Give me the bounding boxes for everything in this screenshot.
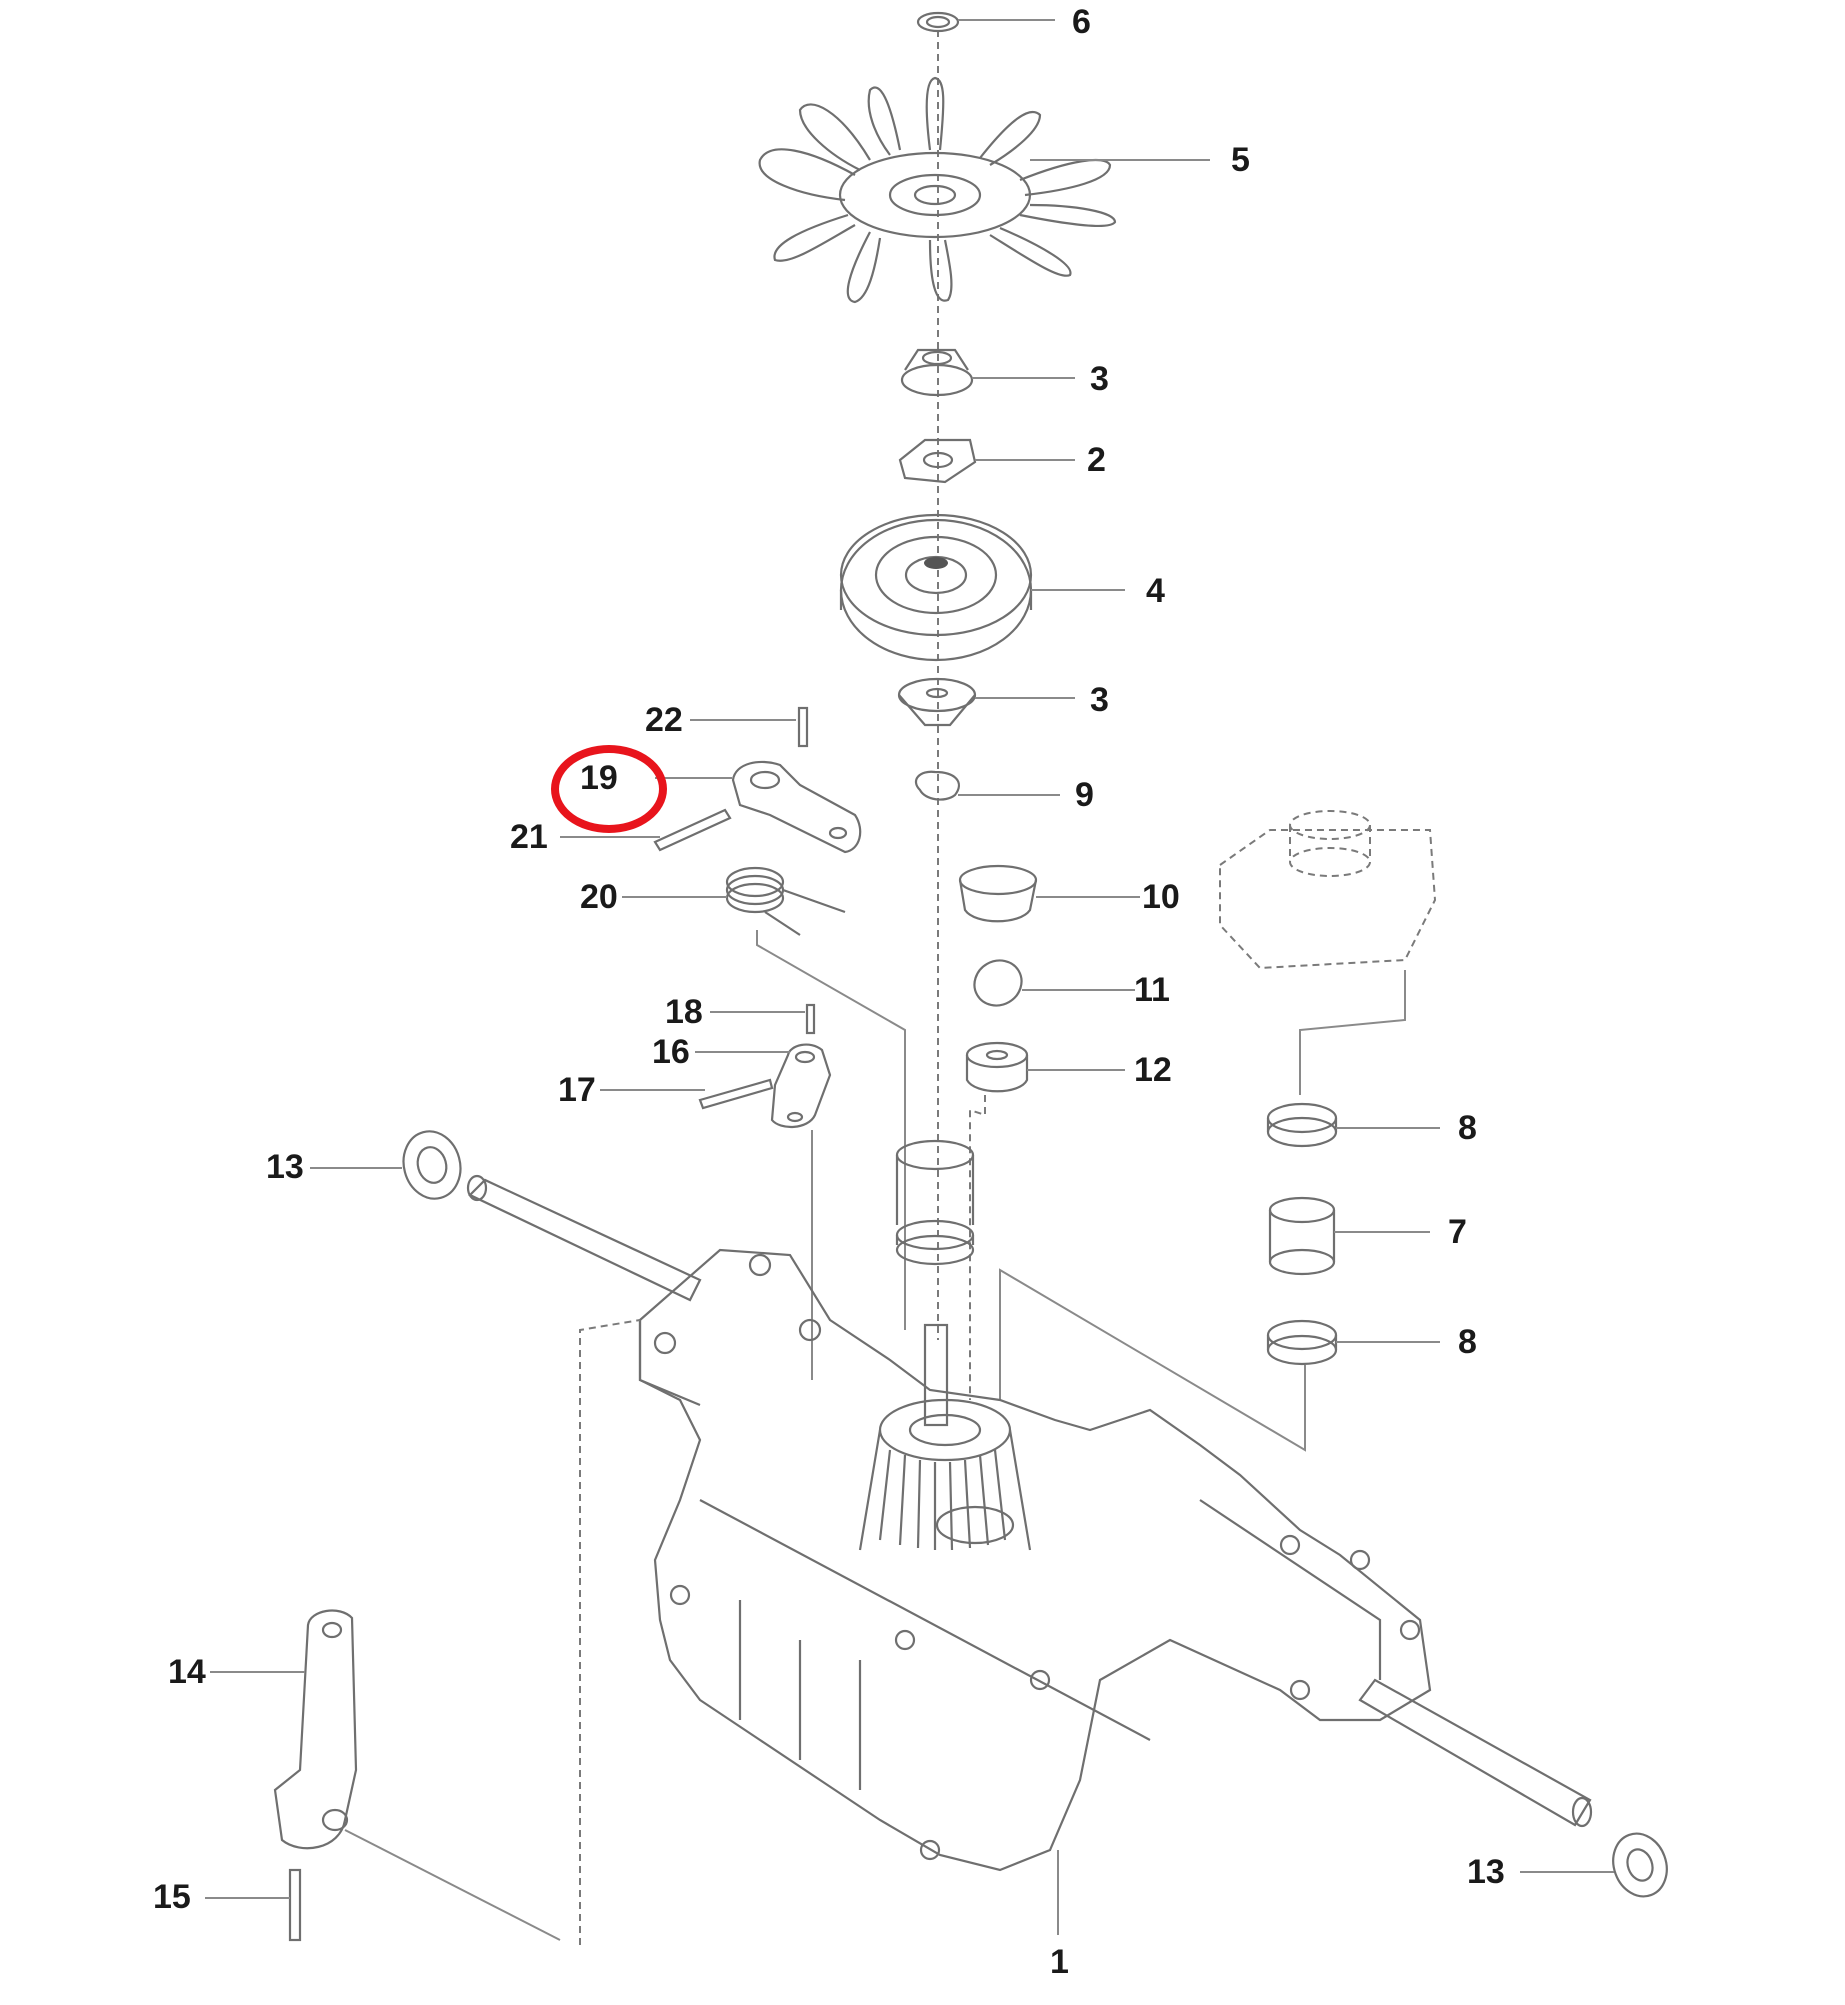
callout-13-left: 13	[266, 1148, 304, 1186]
callout-19: 19	[580, 759, 618, 797]
callout-17: 17	[558, 1071, 596, 1109]
part-5-cooling-fan	[758, 76, 1117, 304]
callout-1: 1	[1050, 1943, 1069, 1981]
part-13-axle-seal-left	[402, 1130, 462, 1200]
right-axle	[1358, 1678, 1593, 1828]
part-3-hub-lower	[897, 677, 977, 727]
callout-14: 14	[168, 1653, 206, 1691]
part-8-seal-lower	[1266, 1319, 1338, 1366]
callout-20: 20	[580, 878, 618, 916]
highlight-circle	[551, 745, 667, 833]
left-axle	[466, 1174, 702, 1302]
part-7-sleeve	[1268, 1196, 1336, 1276]
callout-16: 16	[652, 1033, 690, 1071]
part-6-retaining-ring	[916, 11, 960, 33]
leader-reservoir	[1299, 970, 1406, 1095]
callout-7: 7	[1448, 1213, 1467, 1251]
leader-8-to-housing	[999, 1268, 1306, 1452]
part-21-roll-pin	[653, 808, 732, 852]
part-19-control-arm	[731, 760, 862, 854]
callout-15: 15	[153, 1878, 191, 1916]
leader-13-to-housing	[579, 1319, 641, 1945]
callout-12: 12	[1134, 1051, 1172, 1089]
part-16-lever	[770, 1043, 832, 1128]
callout-3-upper: 3	[1090, 360, 1109, 398]
part-11-disc	[973, 959, 1023, 1007]
callout-21: 21	[510, 818, 548, 856]
leader-14-to-housing	[344, 1829, 561, 1941]
part-1-transmission-housing	[638, 1248, 1432, 1872]
callout-13-right: 13	[1467, 1853, 1505, 1891]
leader-20-to-housing	[756, 930, 906, 1330]
callout-8-upper: 8	[1458, 1109, 1477, 1147]
part-15-pin	[288, 1868, 302, 1942]
part-22-pin	[797, 706, 809, 748]
part-20-torsion-spring	[725, 866, 846, 936]
part-8-seal-upper	[1266, 1102, 1338, 1148]
callout-10: 10	[1142, 878, 1180, 916]
callout-6: 6	[1072, 3, 1091, 41]
part-4-pulley	[839, 513, 1033, 662]
part-9-circlip	[914, 770, 960, 801]
part-14-bypass-arm	[273, 1609, 358, 1850]
callout-22: 22	[645, 701, 683, 739]
callout-2: 2	[1087, 441, 1106, 479]
callout-3-lower: 3	[1090, 681, 1109, 719]
part-3-hub-upper	[900, 348, 974, 397]
callout-11: 11	[1134, 971, 1170, 1009]
part-17-roll-pin	[698, 1078, 774, 1110]
gear-stack	[895, 1139, 975, 1266]
callout-5: 5	[1231, 141, 1250, 179]
oil-reservoir	[1219, 810, 1437, 970]
part-10-cap	[958, 864, 1038, 923]
callout-9: 9	[1075, 776, 1094, 814]
part-13-axle-seal-right	[1612, 1832, 1668, 1898]
part-2-washer	[898, 438, 977, 484]
part-12-bushing	[965, 1041, 1029, 1093]
callout-18: 18	[665, 993, 703, 1031]
callout-4: 4	[1146, 572, 1165, 610]
part-18-pin	[805, 1003, 816, 1035]
callout-8-lower: 8	[1458, 1323, 1477, 1361]
